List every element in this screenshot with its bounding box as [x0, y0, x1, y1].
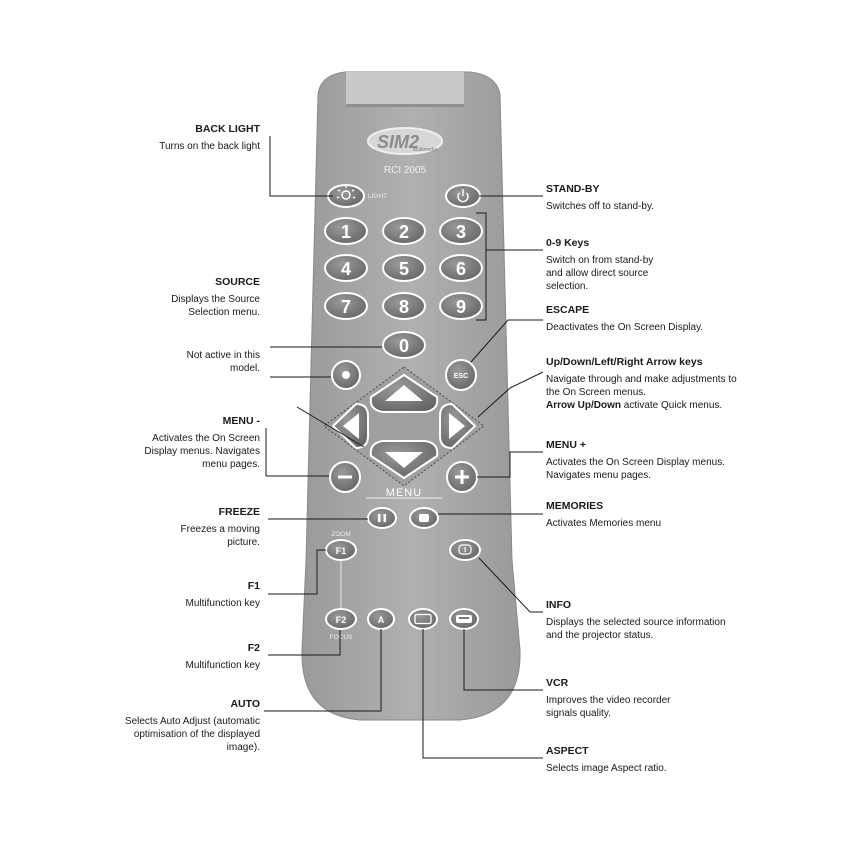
esc-button[interactable]: ESC — [445, 359, 477, 391]
key-9[interactable]: 9 — [439, 292, 483, 320]
inactive-button[interactable] — [331, 360, 361, 390]
label-arrows: Up/Down/Left/Right Arrow keys Navigate t… — [546, 356, 737, 411]
bulb-icon — [336, 186, 356, 200]
model-text: RCI 2005 — [384, 165, 427, 176]
auto-button[interactable]: A — [367, 608, 395, 630]
svg-text:ESC: ESC — [454, 373, 468, 380]
tape-icon — [456, 615, 472, 623]
label-escape: ESCAPE Deactivates the On Screen Display… — [546, 304, 704, 333]
focus-text: FOCUS — [330, 634, 353, 641]
brand-text: SIM2 — [377, 132, 419, 152]
down-arrow-button[interactable] — [369, 440, 439, 480]
key-0[interactable]: 0 — [382, 331, 426, 359]
svg-text:6: 6 — [456, 259, 466, 279]
svg-text:5: 5 — [399, 259, 409, 279]
svg-text:A: A — [378, 615, 385, 625]
key-2[interactable]: 2 — [382, 217, 426, 245]
memory-icon — [419, 514, 429, 522]
key-5[interactable]: 5 — [382, 254, 426, 282]
label-f1: F1 Multifunction key — [185, 580, 260, 609]
label-info: INFO Displays the selected source inform… — [546, 599, 726, 641]
right-arrow-icon — [449, 413, 465, 439]
key-7[interactable]: 7 — [324, 292, 368, 320]
vcr-button[interactable] — [449, 608, 479, 630]
svg-text:3: 3 — [456, 222, 466, 242]
key-6[interactable]: 6 — [439, 254, 483, 282]
key-8[interactable]: 8 — [382, 292, 426, 320]
arrow-pad — [323, 366, 485, 487]
menu-plus-button[interactable] — [446, 461, 478, 493]
label-menu-plus: MENU + Activates the On Screen Display m… — [546, 439, 725, 481]
key-1[interactable]: 1 — [324, 217, 368, 245]
pause-icon — [378, 514, 386, 522]
svg-text:0: 0 — [399, 336, 409, 356]
label-keys-09: 0-9 Keys Switch on from stand-by and all… — [546, 237, 654, 292]
aspect-icon — [414, 613, 432, 625]
menu-text: MENU — [386, 487, 422, 499]
standby-button[interactable] — [445, 184, 481, 208]
minus-icon — [338, 475, 352, 479]
plus-icon — [455, 470, 469, 484]
leader-lines — [264, 136, 544, 759]
left-arrow-icon — [343, 413, 359, 439]
up-arrow-icon — [385, 385, 423, 401]
label-menu-minus: MENU - Activates the On Screen Display m… — [144, 415, 260, 470]
key-3[interactable]: 3 — [439, 217, 483, 245]
light-button[interactable] — [327, 184, 365, 208]
label-aspect: ASPECT Selects image Aspect ratio. — [546, 745, 667, 774]
label-f2: F2 Multifunction key — [185, 642, 260, 671]
up-arrow-button[interactable] — [369, 373, 439, 413]
label-source: SOURCE Displays the Source Selection men… — [171, 276, 260, 318]
svg-text:8: 8 — [399, 297, 409, 317]
info-button[interactable] — [449, 539, 481, 561]
label-vcr: VCR Improves the video recorder signals … — [546, 677, 671, 719]
menu-minus-button[interactable] — [329, 461, 361, 493]
info-icon — [458, 544, 472, 555]
zoom-text: ZOOM — [331, 531, 351, 538]
light-text: LIGHT — [368, 193, 387, 200]
svg-text:9: 9 — [456, 297, 466, 317]
label-back-light: BACK LIGHT Turns on the back light — [159, 123, 260, 152]
down-arrow-icon — [385, 452, 423, 468]
label-freeze: FREEZE Freezes a moving picture. — [180, 506, 260, 548]
f1-button[interactable]: F1 — [325, 539, 357, 561]
svg-text:F1: F1 — [336, 546, 347, 556]
svg-text:F2: F2 — [336, 615, 347, 625]
ir-window — [346, 72, 464, 106]
svg-text:4: 4 — [341, 259, 351, 279]
label-not-active: Not active in this model. — [186, 350, 260, 374]
svg-text:2: 2 — [399, 222, 409, 242]
f2-button[interactable]: F2 — [325, 608, 357, 630]
svg-text:7: 7 — [341, 297, 351, 317]
left-arrow-button[interactable] — [331, 402, 369, 450]
label-stand-by: STAND-BY Switches off to stand-by. — [546, 183, 655, 212]
brand-sub-text: Multimedia — [413, 147, 437, 153]
label-auto: AUTO Selects Auto Adjust (automatic opti… — [124, 698, 260, 753]
power-icon — [457, 189, 469, 203]
sim2-logo: SIM2 Multimedia — [367, 127, 443, 155]
svg-text:1: 1 — [341, 222, 351, 242]
right-arrow-button[interactable] — [439, 402, 477, 450]
memories-button[interactable] — [409, 507, 439, 529]
key-4[interactable]: 4 — [324, 254, 368, 282]
label-memories: MEMORIES Activates Memories menu — [546, 500, 662, 529]
freeze-button[interactable] — [367, 507, 397, 529]
dot-icon — [342, 371, 350, 379]
aspect-button[interactable] — [408, 608, 438, 630]
